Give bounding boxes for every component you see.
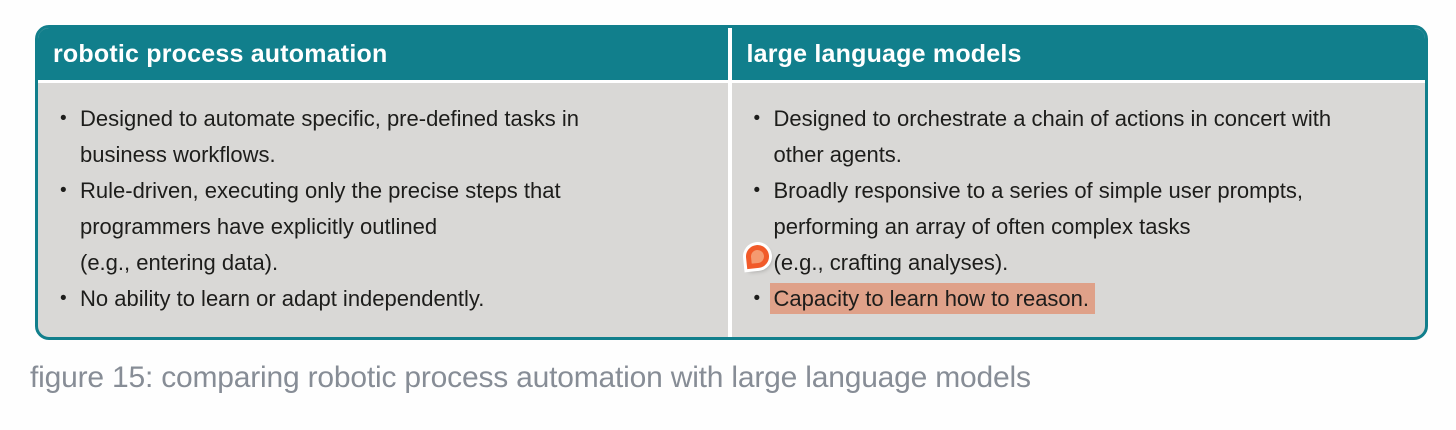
table-header-row: robotic process automation large languag… (38, 28, 1425, 83)
bullet-icon (60, 173, 80, 281)
figure-caption: figure 15: comparing robotic process aut… (30, 361, 1031, 394)
highlighted-text: Capacity to learn how to reason. (769, 283, 1096, 314)
bullet-line: programmers have explicitly outlined (80, 214, 438, 239)
body-cell-llm: Designed to orchestrate a chain of actio… (732, 83, 1426, 337)
list-item: Designed to automate specific, pre-defin… (60, 101, 718, 173)
bullet-line: Designed to orchestrate a chain of actio… (773, 106, 1332, 131)
bullet-icon (60, 281, 80, 317)
bullet-icon (60, 101, 80, 173)
header-cell-rpa: robotic process automation (38, 28, 732, 80)
list-item: No ability to learn or adapt independent… (60, 281, 718, 317)
bullet-line: (e.g., crafting analyses). (773, 250, 1009, 275)
header-cell-llm: large language models (732, 28, 1426, 80)
header-label-rpa: robotic process automation (53, 39, 388, 68)
bullet-line: other agents. (773, 142, 902, 167)
list-item: Rule-driven, executing only the precise … (60, 173, 718, 281)
bullet-icon (754, 101, 774, 173)
bullet-line-highlighted: Capacity to learn how to reason. (769, 281, 1416, 317)
bullet-line: Rule-driven, executing only the precise … (80, 178, 561, 203)
table-body-row: Designed to automate specific, pre-defin… (38, 83, 1425, 337)
bullet-line: Broadly responsive to a series of simple… (773, 178, 1303, 203)
comparison-table: robotic process automation large languag… (35, 25, 1428, 340)
bullet-line: Designed to automate specific, pre-defin… (80, 106, 579, 131)
bullet-line: performing an array of often complex tas… (773, 214, 1191, 239)
header-label-llm: large language models (746, 39, 1022, 68)
bullet-line: (e.g., entering data). (80, 250, 279, 275)
bullet-line: No ability to learn or adapt independent… (80, 286, 485, 311)
list-item: Capacity to learn how to reason. (754, 281, 1416, 317)
bullet-line: business workflows. (80, 142, 276, 167)
list-item: Designed to orchestrate a chain of actio… (754, 101, 1416, 173)
list-item: Broadly responsive to a series of simple… (754, 173, 1416, 281)
body-cell-rpa: Designed to automate specific, pre-defin… (38, 83, 732, 337)
